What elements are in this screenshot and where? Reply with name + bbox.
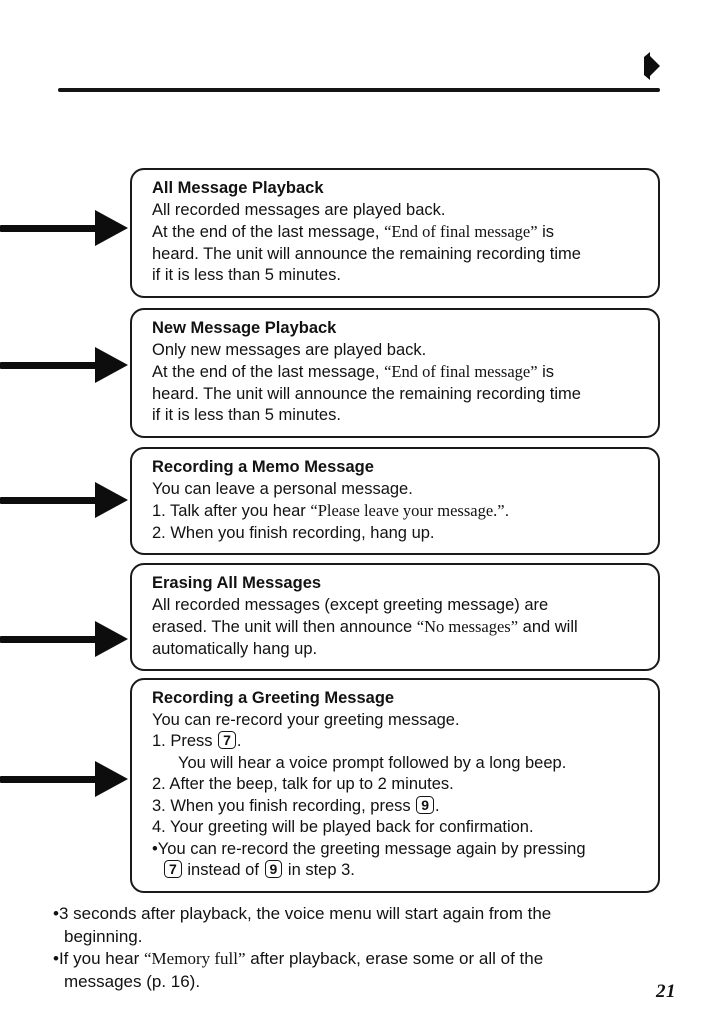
arrow-shaft bbox=[0, 225, 99, 232]
text-run: 3. When you finish recording, press bbox=[152, 796, 416, 815]
text-run: At the end of the last message, bbox=[152, 223, 385, 241]
keycap-9: 9 bbox=[264, 860, 283, 878]
section-divider-rule bbox=[58, 88, 660, 92]
arrow-head bbox=[95, 621, 128, 657]
text-run: All recorded messages are played back. bbox=[152, 200, 446, 219]
text-run: automatically hang up. bbox=[152, 639, 318, 658]
text-run: •3 seconds after playback, the voice men… bbox=[53, 904, 552, 923]
box-title: All Message Playback bbox=[152, 179, 324, 197]
arrow-head bbox=[95, 347, 128, 383]
text-run: is bbox=[537, 223, 555, 241]
box-line: You will hear a voice prompt followed by… bbox=[152, 753, 648, 775]
callout-arrow-icon bbox=[0, 210, 128, 246]
box-line: 2. When you finish recording, hang up. bbox=[152, 523, 648, 545]
callout-arrow-icon bbox=[0, 482, 128, 518]
box-line: 1. Press 7. bbox=[152, 731, 648, 753]
arrow-head bbox=[95, 761, 128, 797]
arrow-shaft bbox=[0, 497, 99, 504]
continue-arrow-icon bbox=[644, 52, 660, 80]
text-run: if it is less than 5 minutes. bbox=[152, 406, 341, 424]
box-line: 3. When you finish recording, press 9. bbox=[152, 795, 648, 818]
box-line: automatically hang up. bbox=[152, 639, 648, 661]
box-line: erased. The unit will then announce “No … bbox=[152, 616, 648, 639]
box-line: 4. Your greeting will be played back for… bbox=[152, 817, 648, 839]
keycap-7: 7 bbox=[218, 731, 236, 749]
box-title: Recording a Greeting Message bbox=[152, 689, 395, 707]
box-title: New Message Playback bbox=[152, 319, 337, 337]
footnotes: •3 seconds after playback, the voice men… bbox=[53, 903, 689, 993]
box-line: heard. The unit will announce the remain… bbox=[152, 384, 648, 406]
note-line: •3 seconds after playback, the voice men… bbox=[53, 903, 689, 926]
callout-arrow-icon bbox=[0, 347, 128, 383]
voice-prompt-text: “No messages” bbox=[416, 617, 519, 636]
arrow-shaft bbox=[0, 776, 99, 783]
voice-prompt-text: “End of final message” bbox=[384, 362, 538, 381]
text-run: 1. Press bbox=[152, 732, 218, 750]
text-run: and will bbox=[518, 618, 578, 636]
arrow-shaft bbox=[0, 362, 99, 369]
text-run: You can leave a personal message. bbox=[152, 479, 413, 498]
text-run: is bbox=[537, 363, 555, 381]
text-run: in step 3. bbox=[283, 861, 355, 879]
text-run: heard. The unit will announce the remain… bbox=[152, 244, 581, 263]
box-line: 1. Talk after you hear “Please leave you… bbox=[152, 500, 648, 523]
box-line: 7 instead of 9 in step 3. bbox=[152, 860, 648, 882]
box-title: Erasing All Messages bbox=[152, 574, 322, 592]
box-line: Only new messages are played back. bbox=[152, 340, 648, 362]
text-run: messages (p. 16). bbox=[64, 971, 201, 991]
keycap-9: 9 bbox=[416, 795, 435, 814]
text-run: •If you hear bbox=[53, 949, 145, 968]
box-line: heard. The unit will announce the remain… bbox=[152, 244, 648, 266]
text-run: •You can re-record the greeting message … bbox=[152, 839, 586, 858]
text-run: instead of bbox=[182, 861, 264, 879]
text-run: 1. Talk after you hear bbox=[152, 502, 311, 520]
text-run: 4. Your greeting will be played back for… bbox=[152, 818, 534, 836]
text-run: . bbox=[504, 502, 510, 520]
arrow-head bbox=[95, 482, 128, 518]
callout-arrow-icon bbox=[0, 761, 128, 797]
note-line: beginning. bbox=[53, 926, 689, 949]
keycap-7: 7 bbox=[164, 860, 182, 878]
arrow-head bbox=[95, 210, 128, 246]
box-line: if it is less than 5 minutes. bbox=[152, 405, 648, 427]
text-run: All recorded messages (except greeting m… bbox=[152, 595, 549, 614]
text-run: Only new messages are played back. bbox=[152, 340, 427, 359]
box-line: You can re-record your greeting message. bbox=[152, 710, 648, 732]
box-line: All recorded messages are played back. bbox=[152, 200, 648, 222]
voice-prompt-text: “Memory full” bbox=[144, 949, 246, 968]
text-run: You will hear a voice prompt followed by… bbox=[178, 753, 567, 772]
box-line: You can leave a personal message. bbox=[152, 479, 648, 501]
note-line: messages (p. 16). bbox=[53, 971, 689, 994]
box-line: •You can re-record the greeting message … bbox=[152, 839, 648, 861]
text-run: 2. When you finish recording, hang up. bbox=[152, 523, 435, 542]
voice-prompt-text: “End of final message” bbox=[384, 222, 538, 241]
text-run: if it is less than 5 minutes. bbox=[152, 266, 341, 284]
box-line: 2. After the beep, talk for up to 2 minu… bbox=[152, 774, 648, 796]
box-line: At the end of the last message, “End of … bbox=[152, 221, 648, 244]
text-run: heard. The unit will announce the remain… bbox=[152, 384, 581, 403]
text-run: after playback, erase some or all of the bbox=[245, 949, 544, 968]
note-line: •If you hear “Memory full” after playbac… bbox=[53, 948, 689, 971]
voice-prompt-text: “Please leave your message.” bbox=[310, 501, 505, 520]
text-run: beginning. bbox=[64, 926, 143, 946]
text-run: erased. The unit will then announce bbox=[152, 618, 417, 636]
box-line: if it is less than 5 minutes. bbox=[152, 265, 648, 287]
text-run: . bbox=[236, 732, 242, 750]
text-run: You can re-record your greeting message. bbox=[152, 710, 460, 729]
box-line: At the end of the last message, “End of … bbox=[152, 361, 648, 384]
text-run: 2. After the beep, talk for up to 2 minu… bbox=[152, 775, 454, 793]
text-run: . bbox=[435, 796, 440, 815]
text-run: At the end of the last message, bbox=[152, 363, 385, 381]
page-number: 21 bbox=[656, 981, 676, 1002]
box-title: Recording a Memo Message bbox=[152, 458, 374, 476]
callout-arrow-icon bbox=[0, 621, 128, 657]
box-line: All recorded messages (except greeting m… bbox=[152, 595, 648, 617]
arrow-shaft bbox=[0, 636, 99, 643]
